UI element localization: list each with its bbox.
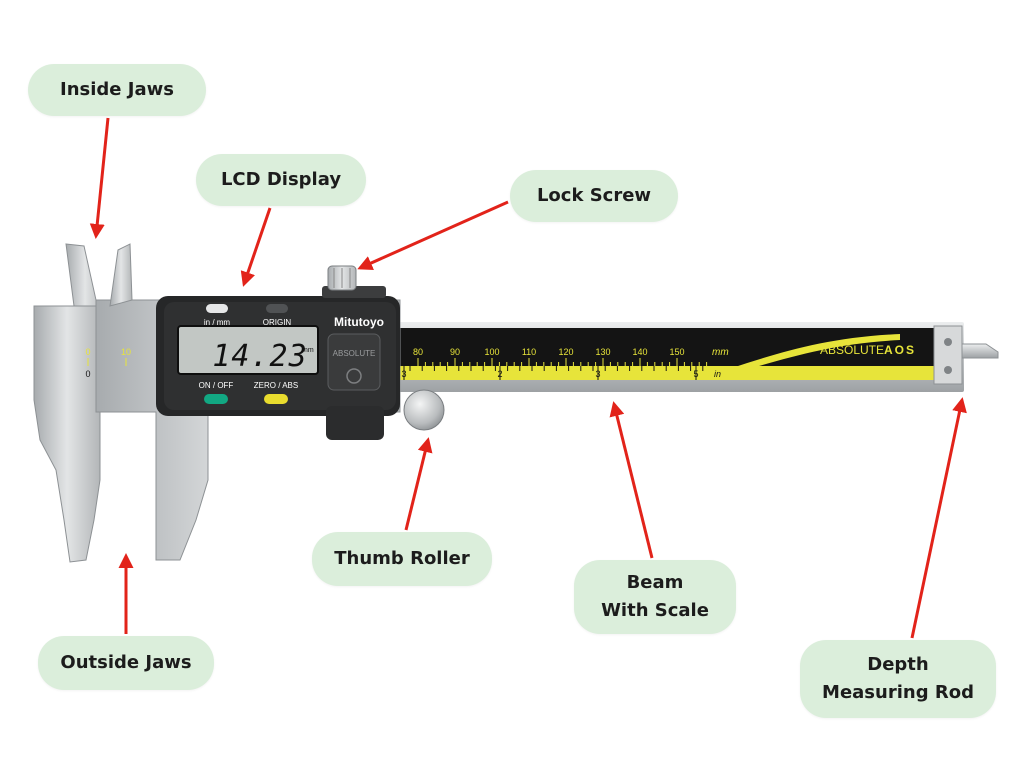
label-lcd-display-text: LCD Display bbox=[220, 169, 342, 190]
lcd-unit: mm bbox=[302, 347, 314, 354]
sliding-inside-jaw bbox=[109, 243, 133, 307]
label-lock-screw-text: Lock Screw bbox=[536, 185, 652, 206]
fixed-outside-jaw bbox=[33, 305, 101, 563]
logo-absolute: ABSOLUTE bbox=[820, 343, 884, 357]
arrow-beam bbox=[609, 401, 654, 559]
label-outside-jaws: Outside Jaws bbox=[38, 636, 214, 690]
depth-rod bbox=[961, 343, 999, 359]
scale-unit-mm: mm bbox=[712, 347, 729, 358]
arrow-inside-jaws bbox=[89, 117, 110, 239]
mm-tick-label: 80 bbox=[413, 347, 423, 357]
in-mm-button-label: in / mm bbox=[204, 318, 231, 327]
label-thumb-roller: Thumb Roller bbox=[312, 532, 492, 586]
scale-unit-in: in bbox=[714, 369, 721, 379]
logo-aos: AOS bbox=[884, 343, 916, 357]
absolute-badge-text: ABSOLUTE bbox=[333, 349, 376, 358]
mm-tick-label: 150 bbox=[669, 347, 684, 357]
on-off-button-label: ON / OFF bbox=[199, 381, 234, 390]
mm-tick-label: 110 bbox=[522, 347, 536, 357]
zero-abs-button-label: ZERO / ABS bbox=[254, 381, 298, 390]
scale-ticks: 010080901001101201301401503235 bbox=[85, 347, 708, 380]
mm-tick-label: 10 bbox=[121, 347, 131, 357]
origin-button[interactable] bbox=[266, 304, 288, 313]
roller-housing bbox=[326, 406, 384, 440]
mm-tick-label: 130 bbox=[595, 347, 610, 357]
arrow-thumb-roller bbox=[404, 437, 433, 531]
fixed-inside-jaw bbox=[65, 243, 106, 307]
on-off-button[interactable] bbox=[204, 394, 228, 404]
label-beam-line2: With Scale bbox=[601, 600, 709, 621]
logo-digimatic: DIGIMATIC bbox=[826, 365, 886, 376]
label-lock-screw: Lock Screw bbox=[510, 170, 678, 222]
arrow-depth-rod bbox=[910, 397, 967, 639]
thumb-roller[interactable] bbox=[403, 389, 445, 431]
beam-end-plate bbox=[933, 325, 963, 385]
mm-tick-label: 120 bbox=[558, 347, 573, 357]
absolute-badge-bg bbox=[327, 333, 381, 391]
logo-swoosh bbox=[700, 334, 900, 380]
label-beam-with-scale: Beam With Scale bbox=[574, 560, 736, 634]
origin-button-label: ORIGIN bbox=[263, 318, 292, 327]
label-inside-jaws: Inside Jaws bbox=[28, 64, 206, 116]
lcd-reading: 14.23 bbox=[212, 339, 307, 374]
arrow-lcd-display bbox=[240, 207, 272, 287]
mm-tick-label: 90 bbox=[450, 347, 460, 357]
in-mm-button[interactable] bbox=[206, 304, 228, 313]
label-thumb-roller-text: Thumb Roller bbox=[334, 548, 470, 569]
mm-tick-label: 140 bbox=[632, 347, 647, 357]
end-plate-screw-bottom bbox=[944, 366, 952, 374]
mm-tick-label: 0 bbox=[85, 347, 90, 357]
brand-name: Mitutoyo bbox=[334, 315, 384, 329]
zero-abs-button[interactable] bbox=[264, 394, 288, 404]
label-depth-line2: Measuring Rod bbox=[822, 682, 974, 703]
label-depth-measuring-rod: Depth Measuring Rod bbox=[800, 640, 996, 718]
label-depth-line1: Depth bbox=[867, 654, 929, 675]
label-inside-jaws-text: Inside Jaws bbox=[60, 79, 174, 100]
absolute-badge-symbol bbox=[346, 368, 362, 384]
arrow-lock-screw bbox=[357, 200, 509, 270]
label-beam-line1: Beam bbox=[626, 572, 684, 593]
lcd-screen bbox=[177, 325, 319, 375]
inch-tick-label: 0 bbox=[85, 369, 90, 379]
label-lcd-display: LCD Display bbox=[196, 154, 366, 206]
label-outside-jaws-text: Outside Jaws bbox=[60, 652, 192, 673]
end-plate-screw-top bbox=[944, 338, 952, 346]
mm-tick-label: 100 bbox=[484, 347, 499, 357]
